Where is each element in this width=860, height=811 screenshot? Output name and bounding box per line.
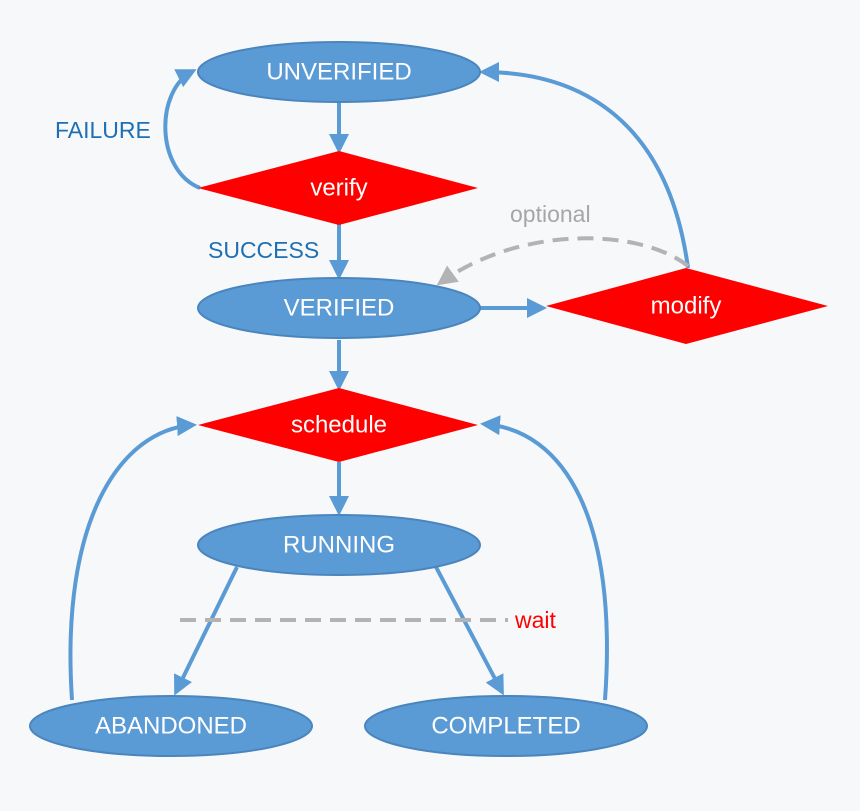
decision-label-verify: verify [310,175,367,202]
connectors [68,62,690,701]
arrow-running-to-completed [434,566,504,696]
decision-schedule: schedule [198,388,478,462]
label-wait: wait [514,607,557,633]
optional-arrow-modify-to-verified [436,236,690,286]
state-completed: COMPLETED [364,695,648,757]
state-unverified: UNVERIFIED [197,41,481,103]
label-failure: FAILURE [55,117,151,143]
arrow-abandoned-to-schedule [68,416,197,701]
decision-label-modify: modify [651,293,722,320]
label-optional: optional [510,201,591,227]
state-verified: VERIFIED [197,277,481,339]
arrow-completed-to-schedule [480,415,609,701]
decision-verify: verify [198,151,478,225]
decision-label-schedule: schedule [291,412,387,439]
state-label-completed: COMPLETED [431,713,580,740]
state-label-verified: VERIFIED [284,295,395,322]
state-label-running: RUNNING [283,532,395,559]
state-label-abandoned: ABANDONED [95,713,247,740]
state-label-unverified: UNVERIFIED [266,59,411,86]
arrow-verify-failure-loop [163,69,201,190]
state-abandoned: ABANDONED [29,695,313,757]
state-running: RUNNING [197,514,481,576]
decision-modify: modify [546,268,828,344]
arrow-running-to-abandoned [174,566,239,696]
dashed-connectors [180,236,690,622]
arrow-modify-to-unverified [479,62,690,269]
label-success: SUCCESS [208,237,319,263]
